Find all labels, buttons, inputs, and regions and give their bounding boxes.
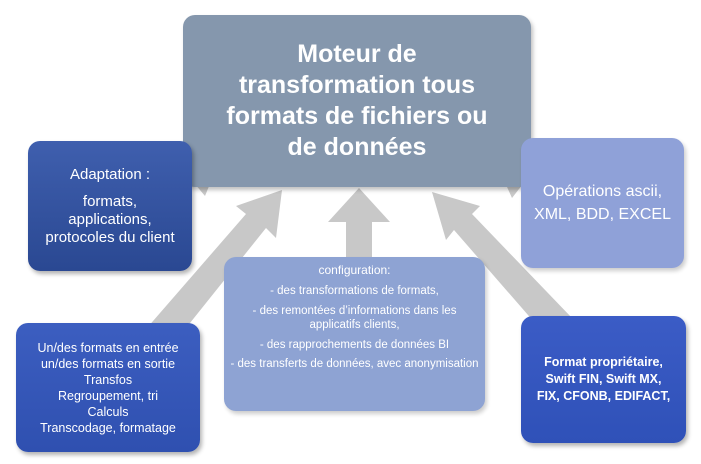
operations-line: XML, BDD, EXCEL	[534, 206, 671, 223]
configuration-heading: configuration:	[318, 263, 391, 277]
proprietary-line: Swift FIN, Swift MX,	[545, 372, 662, 386]
io-formats-line: Transcodage, formatage	[40, 420, 176, 435]
arrow-io-to-center	[140, 190, 282, 358]
configuration-item: - des transferts de données, avec anonym…	[230, 358, 479, 370]
center-line-3: formats de fichiers ou	[226, 102, 488, 130]
io-formats-box: Un/des formats en entrée un/des formats …	[16, 323, 200, 452]
configuration-item: - des rapprochements de données BI	[259, 338, 450, 351]
adaptation-line: protocoles du client	[45, 229, 175, 246]
center-line-2: transformation tous	[238, 71, 476, 99]
operations-box: Opérations ascii, XML, BDD, EXCEL	[521, 138, 684, 268]
io-formats-line: un/des formats en sortie	[40, 356, 176, 371]
io-formats-line: Transfos	[83, 372, 133, 387]
arrow-proprietary-to-center	[432, 192, 572, 338]
adaptation-line: applications,	[68, 211, 152, 228]
io-formats-line: Regroupement, tri	[57, 388, 159, 403]
center-line-4: de données	[287, 133, 427, 161]
arrow-config-to-center	[328, 188, 390, 258]
configuration-item: - des remontées d’informations dans les …	[252, 304, 457, 332]
proprietary-line: Format propriétaire,	[544, 355, 663, 369]
center-line-1: Moteur de	[297, 40, 417, 68]
configuration-box: configuration: - des transformations de …	[224, 257, 485, 411]
configuration-item: - des transformations de formats,	[270, 285, 439, 297]
io-formats-line: Un/des formats en entrée	[37, 340, 179, 355]
operations-line: Opérations ascii,	[542, 183, 663, 200]
io-formats-line: Calculs	[87, 404, 129, 419]
adaptation-heading: Adaptation :	[69, 166, 151, 183]
adaptation-line: formats,	[82, 193, 138, 210]
adaptation-box: Adaptation : formats, applications, prot…	[28, 141, 192, 271]
proprietary-line: FIX, CFONB, EDIFACT,	[536, 389, 671, 403]
center-engine-box: Moteur de transformation tous formats de…	[183, 15, 531, 187]
proprietary-formats-box: Format propriétaire, Swift FIN, Swift MX…	[521, 316, 686, 443]
